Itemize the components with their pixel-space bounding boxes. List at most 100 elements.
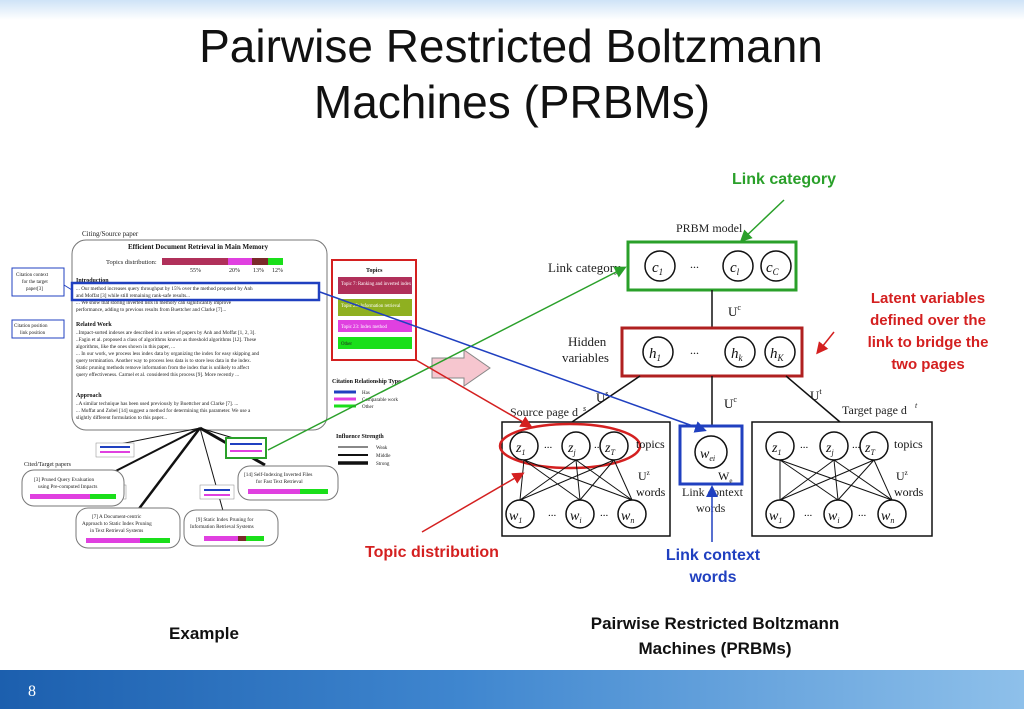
topics-panel-title: Topics <box>366 268 383 274</box>
node-zt1-label: z1 <box>771 441 781 457</box>
green-arrow-link <box>267 266 627 451</box>
node-hk <box>724 336 756 368</box>
node-wti <box>823 499 853 529</box>
uc-label-bottom: Uc <box>724 395 737 411</box>
citation-position-box <box>11 319 65 339</box>
latent-variables-annotation: Latent variables defined over the link t… <box>848 288 1008 376</box>
intro-line-2: and Moffat [3] while still remaining ran… <box>76 292 190 299</box>
citing-source-label: Citing/Source paper <box>82 230 139 238</box>
dist-bar-maroon <box>162 258 228 265</box>
node-zsj <box>561 431 591 461</box>
page-number: 8 <box>28 683 36 700</box>
link-context-line-1: Link context <box>665 547 761 564</box>
node-zsT-label: zT <box>604 441 615 457</box>
intro-line-3: ... We show that storing inverted lists … <box>76 299 232 306</box>
topic-7-label: Topic 7: Ranking and inverted index <box>341 282 412 287</box>
cited-target-label: Cited/Target papers <box>24 462 72 468</box>
top-band <box>0 0 1024 20</box>
related-line-7: query effectiveness. Carmel et al. consi… <box>76 371 239 378</box>
influence-title: Influence Strength <box>336 434 384 440</box>
wt-ellipsis-2: ... <box>858 507 867 519</box>
footer-bar <box>0 670 1024 709</box>
topic-23-label: Topic 23: Index method <box>341 325 387 330</box>
target-paper-3-bar-b <box>90 494 116 499</box>
node-ztT-label: zT <box>864 441 875 457</box>
title-line-2: Machines (PRBMs) <box>313 76 711 128</box>
prbm-caption-1: Pairwise Restricted Boltzmann <box>590 614 840 633</box>
target-paper-3-bar <box>30 494 116 499</box>
node-wei <box>694 435 728 469</box>
dist-bar-olive <box>252 258 268 265</box>
topic-7-swatch <box>338 277 412 294</box>
citation-relationship-title: Citation Relationship Type <box>332 379 401 385</box>
rel-other: Other <box>362 405 374 410</box>
node-wsi-label: wi <box>570 509 582 525</box>
section-intro: Introduction <box>76 278 109 284</box>
node-cC <box>760 250 792 282</box>
node-h1 <box>642 336 674 368</box>
related-line-2: ..Fagin et al. proposed a class of algor… <box>76 336 257 343</box>
prbm-caption-2: Machines (PRBMs) <box>638 639 792 658</box>
approach-line-3: slightly different formulation to this p… <box>76 414 167 421</box>
hidden-label-1: Hidden <box>568 334 607 349</box>
link-context-annotation: Link context words <box>648 545 778 589</box>
node-ws1 <box>505 499 535 529</box>
topic-25-swatch <box>338 299 412 316</box>
zs-ellipsis-1: ... <box>544 439 553 451</box>
target-topics-label: topics <box>894 437 923 451</box>
node-ztj-label: zj <box>825 441 834 457</box>
target-page-label: Target page d <box>842 403 907 417</box>
node-hK <box>764 336 796 368</box>
related-line-3: algorithms, like the ones shown in this … <box>76 344 175 350</box>
latent-line-1: Latent variables <box>870 290 986 307</box>
source-words-label: words <box>636 485 666 499</box>
source-topics-label: topics <box>636 437 665 451</box>
zs-ellipsis-2: ... <box>594 439 603 451</box>
tree-line-5 <box>119 427 201 445</box>
section-approach: Approach <box>76 393 102 399</box>
pct-2: 20% <box>229 268 240 274</box>
red-arrow-topics <box>415 359 533 428</box>
red-arrow-latent <box>816 331 835 355</box>
green-arrow-annotation <box>739 199 785 243</box>
link-context-line-2: words <box>689 569 737 586</box>
uz-label-source: Uz <box>638 469 650 483</box>
latent-line-4: two pages <box>891 356 965 373</box>
related-line-6: Static pruning methods remove informatio… <box>76 364 250 371</box>
related-line-1: ..Impact-sorted indexes are described in… <box>76 329 256 336</box>
zt-ellipsis-2: ... <box>852 439 861 451</box>
link-category-layer-label: Link category <box>548 260 621 275</box>
source-page-label: Source page d <box>510 405 578 419</box>
citation-context-connector <box>63 284 73 291</box>
target-paper-14-bar-b <box>300 489 328 494</box>
intro-line-4: performance, adding to previous results … <box>76 306 226 313</box>
node-c1 <box>644 250 676 282</box>
node-wtn <box>877 499 907 529</box>
related-line-5: query termination. Another way to proces… <box>76 358 251 364</box>
node-cl <box>722 250 754 282</box>
prbm-model-label: PRBM model <box>676 221 743 235</box>
source-page-sup: s <box>583 404 586 413</box>
dist-bar-green <box>268 258 283 265</box>
ut-edge <box>785 375 841 423</box>
topic-other-label: Other <box>341 342 352 347</box>
intro-line-1: ... Our method increases query throughpu… <box>76 286 253 292</box>
us-edge <box>571 375 641 423</box>
related-line-4: ... In our work, we process less index d… <box>76 350 260 357</box>
example-caption: Example <box>169 624 239 643</box>
influence-strong: Strong <box>376 462 390 467</box>
approach-line-2: ... Moffat and Zobel [14] suggest a meth… <box>76 407 251 414</box>
hidden-label-2: variables <box>562 350 609 365</box>
target-paper-14-bar <box>248 489 328 494</box>
topic-25-label: Topic 25: Information retrieval <box>341 304 401 309</box>
target-paper-7-bar-b <box>140 538 170 543</box>
title-line-1: Pairwise Restricted Boltzmann <box>199 20 823 72</box>
ws-ellipsis-2: ... <box>600 507 609 519</box>
tree-line-3 <box>199 427 226 519</box>
